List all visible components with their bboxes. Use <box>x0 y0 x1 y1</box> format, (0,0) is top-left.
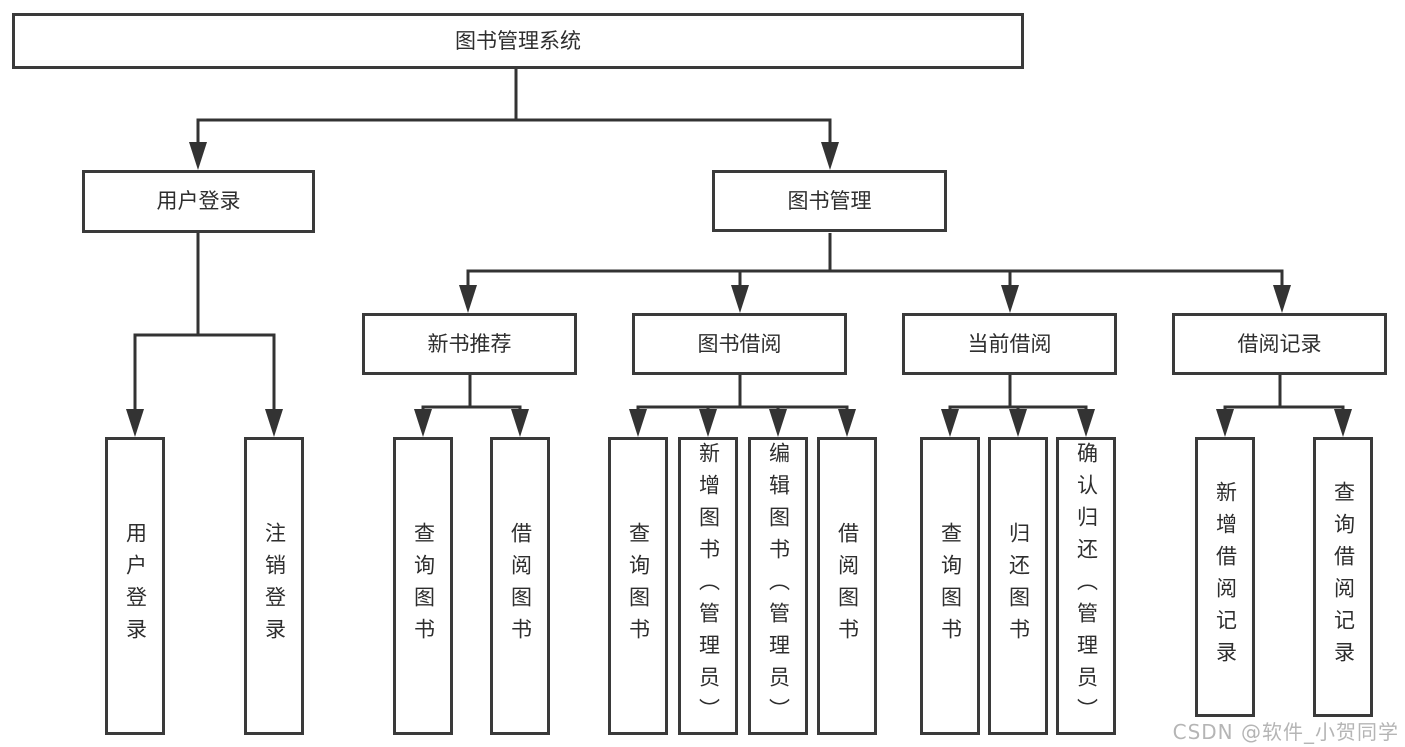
arrowhead <box>731 285 749 313</box>
node-label: 归还图书 <box>1006 522 1031 650</box>
node-borrowing-records: 借阅记录 <box>1172 313 1387 375</box>
node-label: 注销登录 <box>262 522 287 650</box>
arrowhead <box>1216 409 1234 437</box>
node-label: 用户登录 <box>123 522 148 650</box>
node-user-login: 用户登录 <box>82 170 315 233</box>
node-label: 借阅记录 <box>1237 331 1322 356</box>
connector-borrowing <box>636 375 849 415</box>
leaf-add-books-admin: 新增图书（管理员） <box>678 437 738 735</box>
arrowhead <box>1334 409 1352 437</box>
leaf-user-login: 用户登录 <box>105 437 165 735</box>
node-label: 图书管理 <box>787 188 872 213</box>
leaf-edit-books-admin: 编辑图书（管理员） <box>748 437 808 735</box>
arrowhead <box>821 142 839 170</box>
connector-book-mgmt <box>466 233 1284 289</box>
arrowhead <box>414 409 432 437</box>
node-label: 确认归还（管理员） <box>1074 442 1099 730</box>
node-library-system: 图书管理系统 <box>12 13 1024 69</box>
node-label: 新书推荐 <box>427 331 512 356</box>
connector-root <box>196 69 832 146</box>
node-label: 查询借阅记录 <box>1331 481 1356 673</box>
node-label: 当前借阅 <box>967 331 1052 356</box>
node-label: 查询图书 <box>938 522 963 650</box>
connector-user-login <box>133 233 276 413</box>
arrowhead <box>838 409 856 437</box>
arrowhead <box>511 409 529 437</box>
arrowhead <box>769 409 787 437</box>
leaf-return-books: 归还图书 <box>988 437 1048 735</box>
arrowhead <box>1077 409 1095 437</box>
leaf-borrow-books: 借阅图书 <box>490 437 550 735</box>
node-book-management: 图书管理 <box>712 170 947 232</box>
leaf-add-borrow-record: 新增借阅记录 <box>1195 437 1255 717</box>
arrowhead <box>941 409 959 437</box>
node-label: 查询图书 <box>411 522 436 650</box>
arrowhead <box>126 409 144 437</box>
arrowhead <box>699 409 717 437</box>
node-new-book-recommend: 新书推荐 <box>362 313 577 375</box>
node-label: 用户登录 <box>156 189 241 213</box>
arrowhead <box>629 409 647 437</box>
node-label: 图书借阅 <box>697 331 782 356</box>
arrowhead <box>459 285 477 313</box>
node-label: 借阅图书 <box>508 522 533 650</box>
watermark: CSDN @软件_小贺同学 <box>1172 720 1399 744</box>
arrowhead <box>189 142 207 170</box>
leaf-query-books: 查询图书 <box>393 437 453 735</box>
leaf-confirm-return-admin: 确认归还（管理员） <box>1056 437 1116 735</box>
node-label: 查询图书 <box>626 522 651 650</box>
arrowhead <box>1273 285 1291 313</box>
leaf-logout: 注销登录 <box>244 437 304 735</box>
node-label: 新增借阅记录 <box>1213 481 1238 673</box>
arrowhead <box>265 409 283 437</box>
connector-records <box>1223 375 1345 415</box>
node-label: 编辑图书（管理员） <box>766 442 791 730</box>
leaf-query-borrow-record: 查询借阅记录 <box>1313 437 1373 717</box>
node-label: 新增图书（管理员） <box>696 442 721 730</box>
node-book-borrowing: 图书借阅 <box>632 313 847 375</box>
leaf-borrow-books: 借阅图书 <box>817 437 877 735</box>
node-current-borrowing: 当前借阅 <box>902 313 1117 375</box>
leaf-query-books: 查询图书 <box>920 437 980 735</box>
leaf-query-books: 查询图书 <box>608 437 668 735</box>
arrowhead <box>1001 285 1019 313</box>
connector-new-book <box>421 375 522 415</box>
node-label: 借阅图书 <box>835 522 860 650</box>
node-label: 图书管理系统 <box>455 28 581 53</box>
arrowhead <box>1009 409 1027 437</box>
